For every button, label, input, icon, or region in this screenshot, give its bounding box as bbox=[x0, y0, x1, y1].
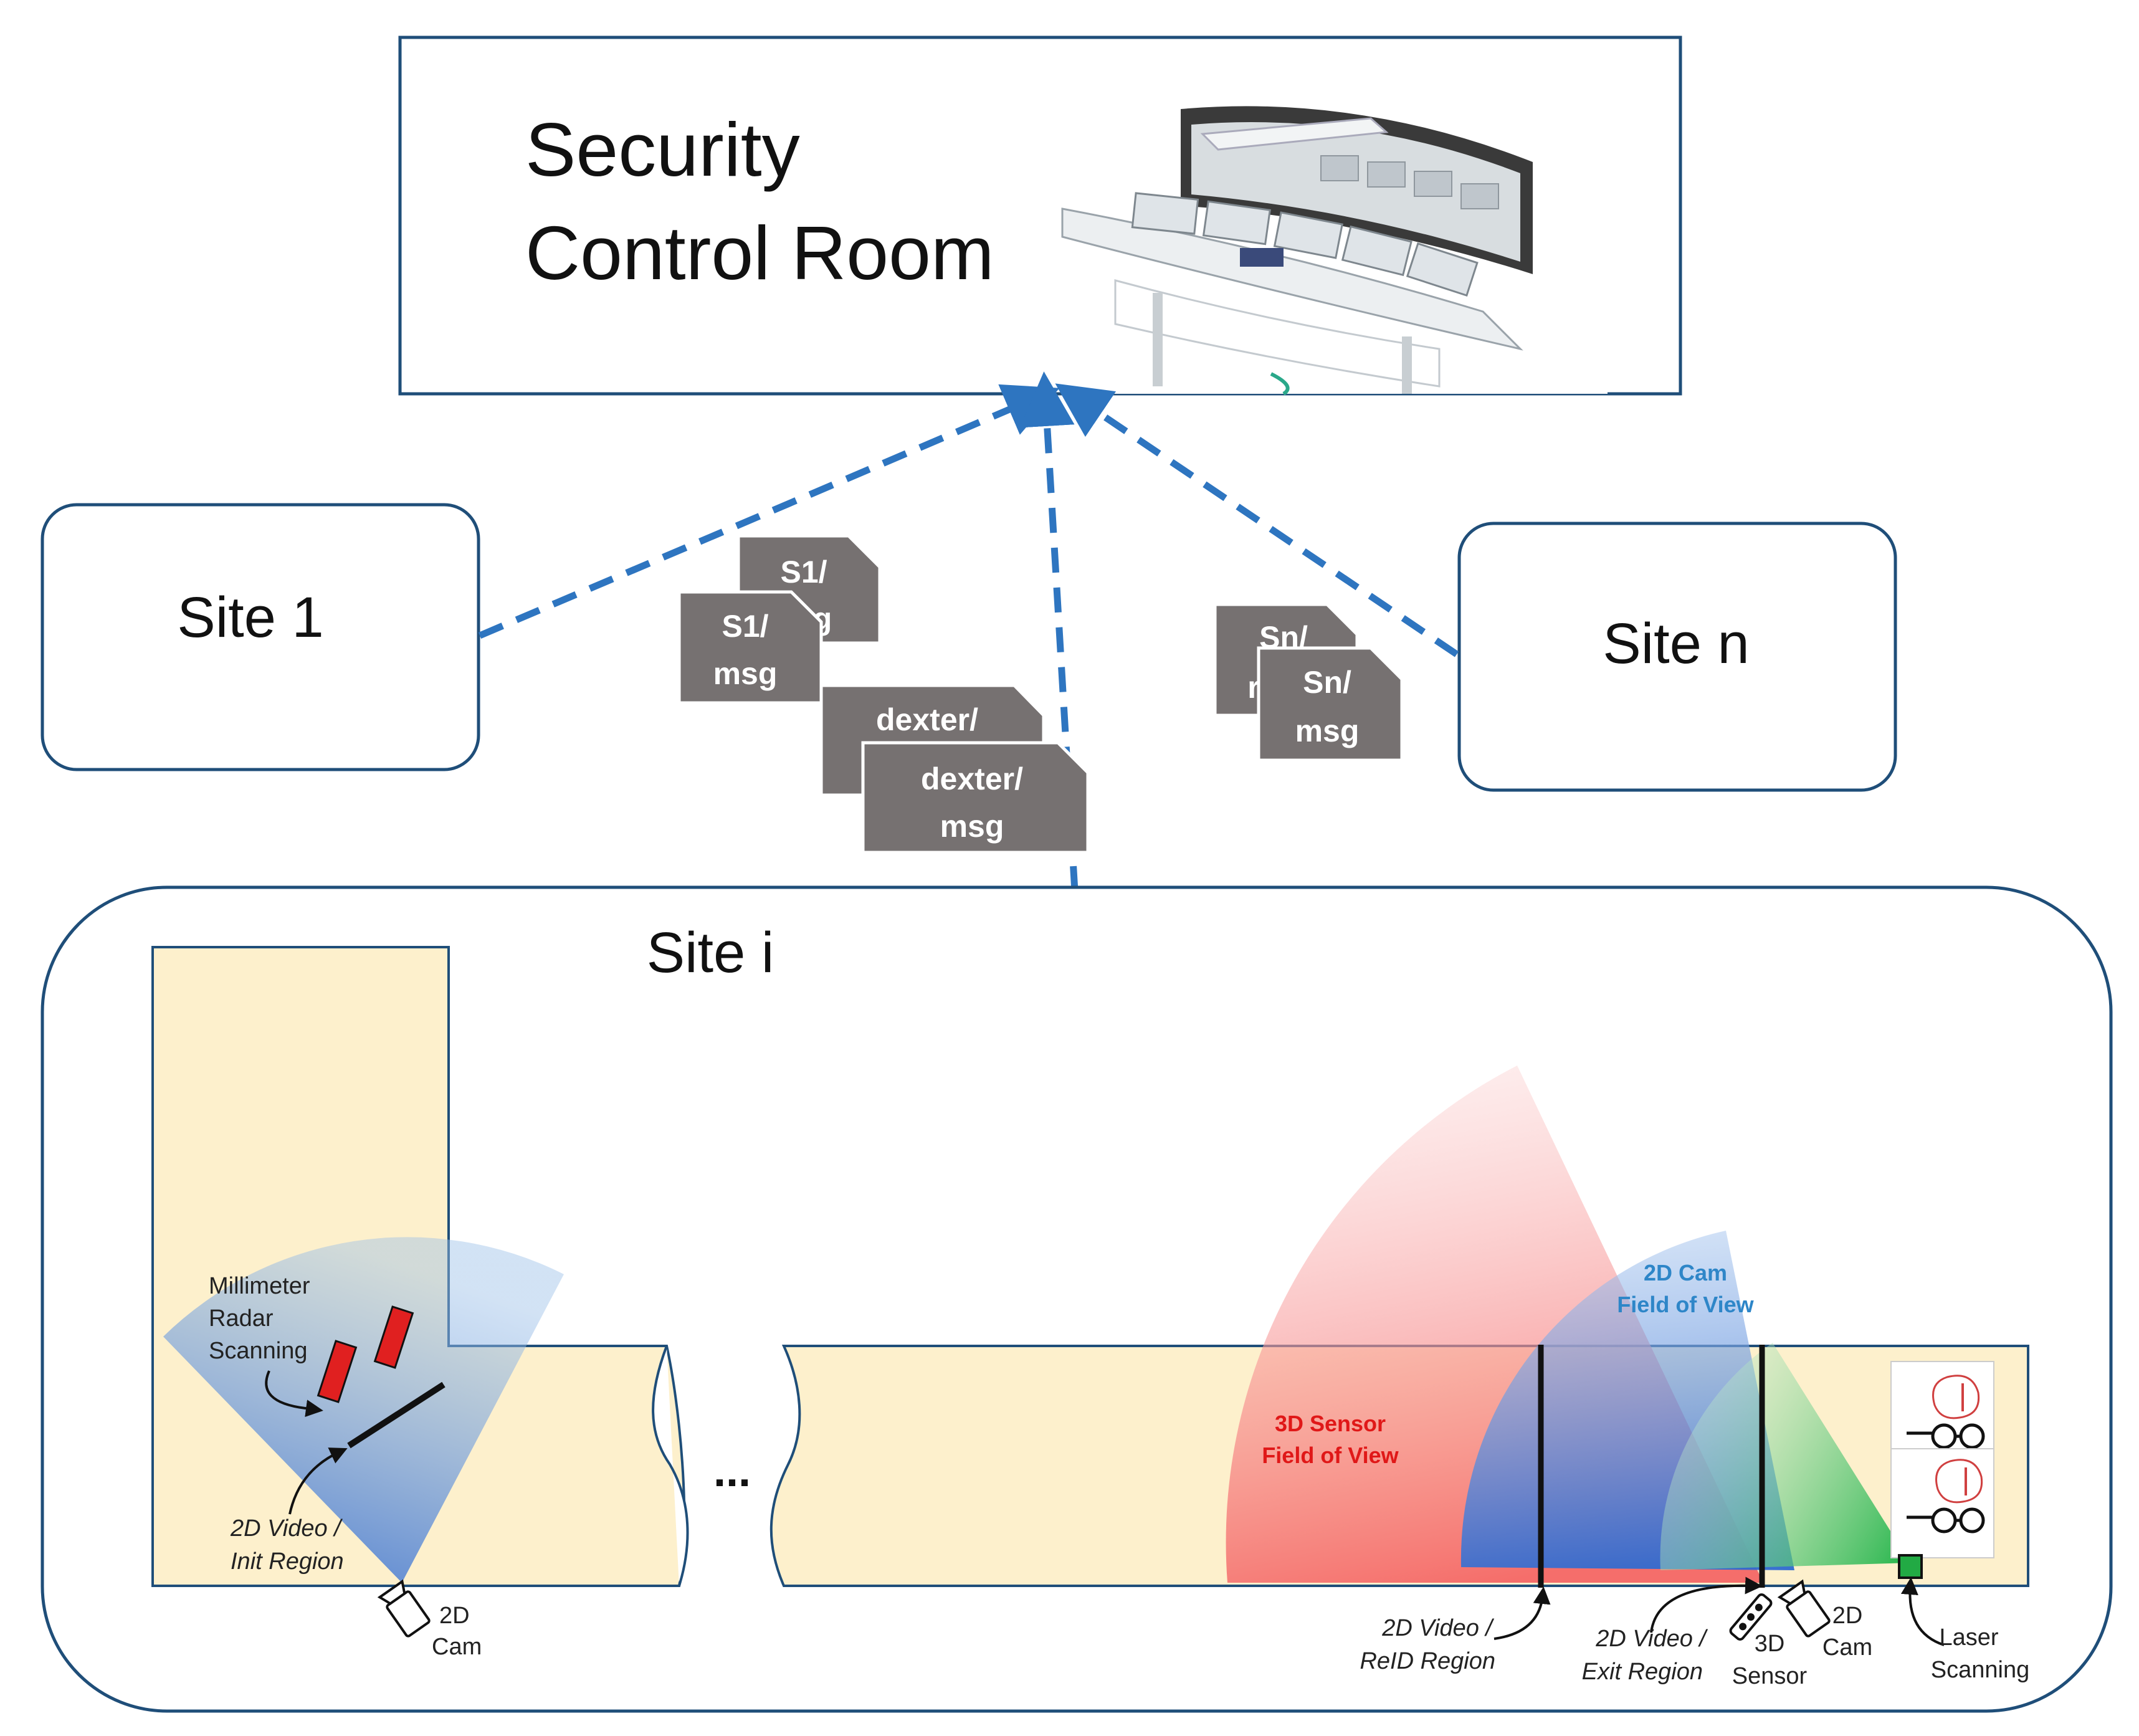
link-site-n bbox=[1055, 383, 1459, 657]
init-label-line1: 2D Video / bbox=[230, 1515, 343, 1542]
radar-block-2 bbox=[373, 1305, 414, 1369]
corridor-ellipsis: ... bbox=[713, 1446, 751, 1496]
corridor-break-left bbox=[652, 1345, 689, 1586]
site-n-label: Site n bbox=[1603, 612, 1749, 675]
laser-arrow bbox=[1900, 1577, 1945, 1646]
cam-left-label-line1: 2D bbox=[439, 1603, 470, 1629]
sensor3d-label-line2: Sensor bbox=[1732, 1663, 1808, 1689]
message-dexter-front-line2: msg bbox=[940, 809, 1004, 844]
radar-block-1 bbox=[317, 1340, 358, 1403]
message-sn-front-line2: msg bbox=[1295, 713, 1360, 748]
message-dexter-front: dexter/ msg bbox=[861, 741, 1090, 854]
message-s1-back-line1: S1/ bbox=[780, 555, 827, 589]
link-site-1 bbox=[478, 384, 1060, 639]
control-room-title-line2: Control Room bbox=[525, 211, 994, 295]
left-cam-fov bbox=[163, 1237, 564, 1583]
site-1-label: Site 1 bbox=[177, 586, 323, 649]
cam-fov-label-line2: Field of View bbox=[1617, 1292, 1754, 1317]
message-s1-front-line1: S1/ bbox=[722, 609, 768, 644]
sensor-3d-icon bbox=[1729, 1593, 1773, 1641]
message-dexter-back-line1: dexter/ bbox=[876, 702, 978, 737]
cam-right-label-line1: 2D bbox=[1832, 1603, 1863, 1629]
camera-icon-left bbox=[377, 1579, 431, 1638]
cam-right-label-line2: Cam bbox=[1822, 1634, 1872, 1661]
radar-label-line1: Millimeter bbox=[209, 1273, 310, 1299]
control-console-image bbox=[1061, 106, 1608, 396]
cam-left-label-line2: Cam bbox=[432, 1634, 482, 1660]
laser-fov bbox=[1660, 1343, 1910, 1570]
sensor3d-label-line1: 3D bbox=[1755, 1631, 1785, 1657]
camera-icon-right bbox=[1777, 1579, 1831, 1638]
laser-label-line2: Scanning bbox=[1931, 1657, 2029, 1683]
init-region-line bbox=[347, 1381, 445, 1449]
message-sn-back-line2: r bbox=[1247, 670, 1259, 705]
message-dexter-front-line1: dexter/ bbox=[921, 761, 1023, 796]
init-label-line2: Init Region bbox=[231, 1548, 344, 1575]
message-tiles: S1/ g S1/ msg dexter/ dexter/ msg Sn/ r bbox=[677, 534, 1404, 854]
site-i-box[interactable]: Site i ... Millimeter Radar Scanning 2D … bbox=[40, 885, 2113, 1713]
site-1-box[interactable]: Site 1 bbox=[40, 503, 480, 771]
reid-arrow bbox=[1493, 1586, 1551, 1640]
security-control-room[interactable]: Security Control Room bbox=[398, 36, 1682, 396]
reid-label-line1: 2D Video / bbox=[1381, 1615, 1494, 1641]
sensor-fov-label-line2: Field of View bbox=[1262, 1443, 1399, 1468]
exit-label-line2: Exit Region bbox=[1582, 1659, 1703, 1685]
site-i-label: Site i bbox=[647, 921, 774, 985]
exit-arrow bbox=[1650, 1576, 1763, 1633]
radar-label-line2: Radar bbox=[209, 1305, 274, 1332]
laser-label-line1: Laser bbox=[1939, 1624, 1998, 1651]
radar-arrow bbox=[265, 1370, 323, 1418]
person-thumbnail-2 bbox=[1890, 1448, 1994, 1558]
message-s1-front: S1/ msg bbox=[677, 590, 823, 705]
message-sn-front: Sn/ msg bbox=[1257, 646, 1404, 762]
init-arrow bbox=[288, 1447, 348, 1515]
reid-label-line2: ReID Region bbox=[1360, 1648, 1495, 1674]
radar-label-line3: Scanning bbox=[209, 1338, 307, 1364]
site-n-box[interactable]: Site n bbox=[1457, 522, 1897, 792]
message-s1-front-line2: msg bbox=[713, 656, 778, 691]
sensor-fov-label-line1: 3D Sensor bbox=[1275, 1411, 1386, 1436]
exit-label-line1: 2D Video / bbox=[1595, 1626, 1708, 1652]
control-room-title-line1: Security bbox=[525, 107, 800, 192]
laser-scanner bbox=[1898, 1554, 1923, 1579]
message-sn-front-line1: Sn/ bbox=[1303, 665, 1351, 700]
cam-fov-label-line1: 2D Cam bbox=[1644, 1260, 1727, 1285]
